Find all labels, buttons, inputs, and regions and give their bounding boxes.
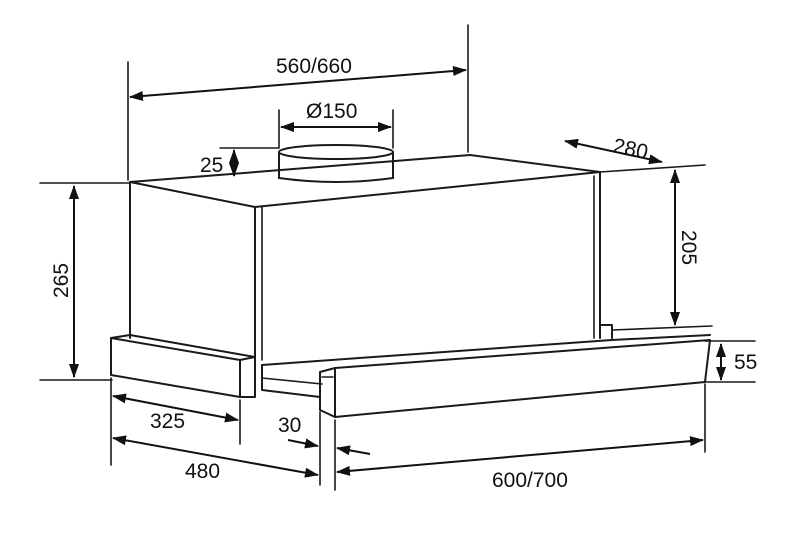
label-duct-height: 25 [200,154,223,177]
dim-line-depth-side [564,138,663,165]
dim-line-top-width [129,66,467,101]
dimension-labels: 560/660 Ø150 25 280 265 205 55 325 480 3… [50,55,757,492]
hood-body [129,154,613,361]
dim-line-offset-right [336,445,371,456]
label-offset: 30 [278,414,301,437]
label-depth-side: 280 [611,134,650,164]
label-top-width: 560/660 [276,55,352,78]
label-front-panel-height: 55 [734,351,757,374]
extension-lines [39,24,756,491]
label-duct-diameter: Ø150 [306,100,357,123]
label-front-width: 600/700 [492,469,568,492]
duct-collar [278,144,394,183]
dim-line-front-width [336,436,704,476]
dim-line-offset-left [287,438,319,449]
label-side-depth: 325 [150,410,185,433]
dim-line-side-depth [112,393,239,423]
left-side-panel [110,334,256,398]
underside-tray [261,334,711,398]
dimension-lines [69,66,726,478]
front-visor-panel [319,339,711,418]
dim-line-total-depth [112,435,319,478]
label-total-height: 265 [50,263,73,298]
label-total-depth: 480 [185,460,220,483]
label-body-height: 205 [677,230,700,265]
